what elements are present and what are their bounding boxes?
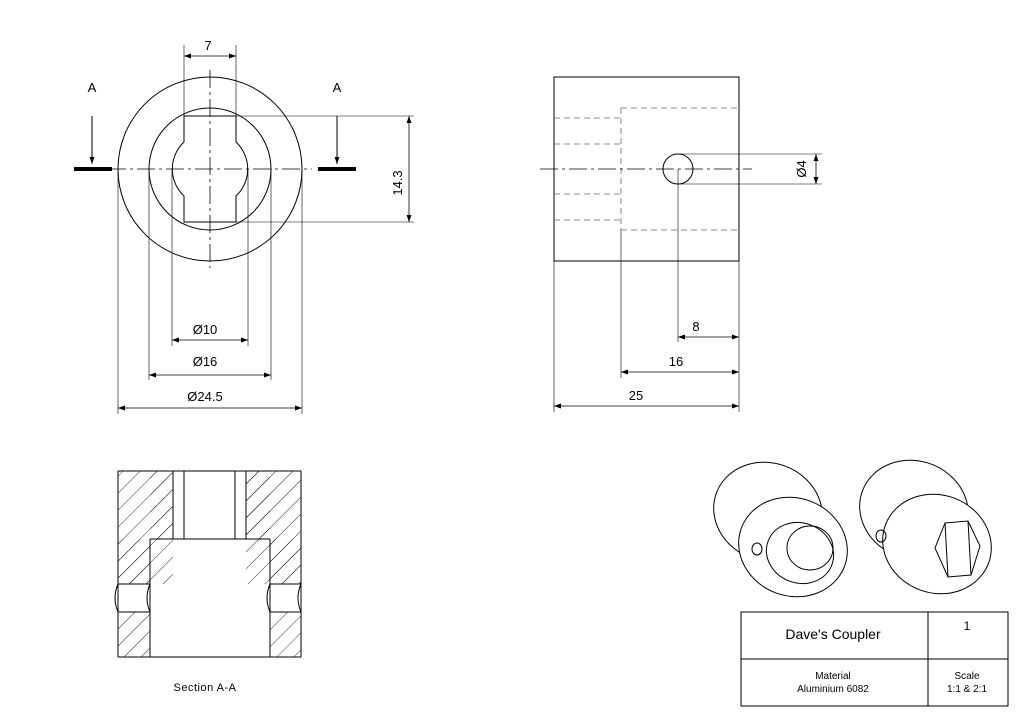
section-outline (117, 470, 302, 658)
isometric-view-2 (859, 459, 992, 595)
section-view (114, 470, 302, 658)
dim-hole-position: 8 (692, 319, 699, 334)
title-block (740, 611, 1009, 707)
section-caption: Section A-A (174, 682, 237, 694)
isometric-view-1 (713, 461, 848, 598)
material-value: Aluminium 6082 (797, 684, 869, 695)
section-label-right: A (333, 80, 342, 95)
dim-flat-width: 7 (204, 38, 211, 53)
front-view-labels: A A 7 14.3 Ø10 Ø16 Ø24.5 (88, 38, 405, 404)
scale-label: Scale (954, 671, 979, 682)
dim-overall-length: 25 (629, 388, 643, 403)
side-view-labels: Ø4 8 16 25 (629, 160, 809, 403)
dim-flat-height: 14.3 (390, 170, 405, 195)
material-label: Material (815, 671, 851, 682)
section-label-left: A (88, 80, 97, 95)
dim-counterbore-diameter: Ø16 (193, 354, 218, 369)
side-view (540, 76, 822, 412)
dim-bore-depth: 16 (669, 354, 683, 369)
front-view (74, 45, 414, 414)
drawing-title: Dave's Coupler (785, 626, 881, 642)
sheet-number: 1 (964, 619, 971, 633)
dim-bore-diameter: Ø10 (193, 322, 218, 337)
dim-outer-diameter: Ø24.5 (187, 389, 222, 404)
dim-hole-diameter: Ø4 (794, 160, 809, 177)
title-block-text: Dave's Coupler 1 Material Aluminium 6082… (785, 619, 987, 695)
scale-value: 1:1 & 2:1 (947, 684, 987, 695)
